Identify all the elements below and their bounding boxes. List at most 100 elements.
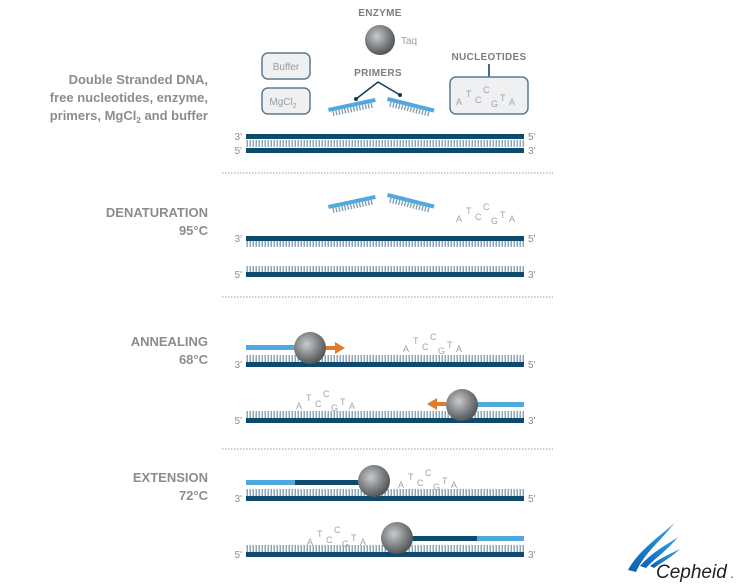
svg-text:5': 5' <box>528 234 536 245</box>
primer-icon <box>328 195 376 214</box>
primer-icon <box>328 98 376 117</box>
svg-text:.: . <box>730 565 734 581</box>
nucleotide-letter: G <box>331 403 338 413</box>
svg-text:3': 3' <box>235 494 243 505</box>
nucleotide-letter: C <box>475 212 482 222</box>
nucleotide-letter: A <box>307 537 313 547</box>
mgcl2-box <box>261 87 311 115</box>
single-strand: 3' 5' <box>235 234 536 247</box>
svg-text:5': 5' <box>235 550 243 561</box>
nucleotide-letter: C <box>422 342 429 352</box>
double-stranded-dna: 3' 5' 5' 3' <box>235 132 536 157</box>
single-strand: 5' 3' <box>235 402 536 427</box>
nucleotide-letter: C <box>475 95 482 105</box>
nucleotide-letter: T <box>408 472 414 482</box>
svg-text:3': 3' <box>528 550 536 561</box>
nucleotide-letter: T <box>447 340 453 350</box>
nucleotide-letter: A <box>398 480 404 490</box>
nucleotide-letter: T <box>317 529 323 539</box>
single-strand: 5' 3' <box>235 266 536 281</box>
nucleotide-letter: G <box>438 346 445 356</box>
svg-text:3': 3' <box>528 146 536 157</box>
nucleotide-letter: A <box>456 344 462 354</box>
description-line-3: primers, MgCl2 and buffer <box>50 108 208 125</box>
step-denaturation-temp: 95°C <box>179 223 209 238</box>
buffer-label: Buffer <box>273 62 300 73</box>
nucleotides-title: NUCLEOTIDES <box>452 52 527 63</box>
step-annealing-title: ANNEALING <box>131 334 208 349</box>
nucleotide-letter: T <box>500 210 506 220</box>
svg-text:3': 3' <box>528 416 536 427</box>
nucleotide-letter: A <box>349 401 355 411</box>
svg-text:3': 3' <box>235 132 243 143</box>
svg-text:3': 3' <box>528 270 536 281</box>
nucleotide-letter: G <box>433 482 440 492</box>
nucleotide-letter: T <box>306 393 312 403</box>
step-extension-title: EXTENSION <box>133 470 208 485</box>
cepheid-logo: Cepheid . <box>628 522 734 583</box>
description-line-2: free nucleotides, enzyme, <box>50 90 208 105</box>
nucleotide-letter: T <box>442 476 448 486</box>
nucleotide-letter: T <box>466 89 472 99</box>
nucleotides-box <box>449 76 529 115</box>
enzyme-icon <box>446 389 478 421</box>
nucleotide-letter: A <box>360 537 366 547</box>
svg-text:Cepheid: Cepheid <box>656 562 728 583</box>
nucleotide-letter: C <box>326 535 333 545</box>
primers-title: PRIMERS <box>354 68 402 79</box>
enzyme-icon <box>365 25 395 55</box>
nucleotide-letter: G <box>491 99 498 109</box>
nucleotide-letter: C <box>483 85 490 95</box>
nucleotide-letter: A <box>451 480 457 490</box>
enzyme-icon <box>358 465 390 497</box>
nucleotide-letter: A <box>456 214 462 224</box>
nucleotide-letter: A <box>403 344 409 354</box>
nucleotide-letter: C <box>483 202 490 212</box>
nucleotide-letter: G <box>491 216 498 226</box>
svg-text:5': 5' <box>528 494 536 505</box>
arrow-left-icon <box>427 398 446 410</box>
svg-text:5': 5' <box>235 416 243 427</box>
buffer-box <box>261 52 311 80</box>
nucleotide-letter: G <box>342 539 349 549</box>
nucleotide-letter: C <box>425 468 432 478</box>
nucleotide-letter: T <box>413 336 419 346</box>
svg-text:5': 5' <box>235 270 243 281</box>
step-denaturation-title: DENATURATION <box>106 205 208 220</box>
nucleotide-letter: A <box>509 97 515 107</box>
svg-text:3': 3' <box>235 234 243 245</box>
enzyme-icon <box>294 332 326 364</box>
nucleotide-letter: T <box>340 397 346 407</box>
svg-text:5': 5' <box>528 132 536 143</box>
primer-icon <box>387 97 435 117</box>
mgcl2-label: MgCl2 <box>269 97 296 110</box>
nucleotide-letter: C <box>315 399 322 409</box>
svg-text:3': 3' <box>235 360 243 371</box>
enzyme-title: ENZYME <box>358 8 401 19</box>
nucleotide-letter: C <box>323 389 330 399</box>
nucleotide-letter: A <box>296 401 302 411</box>
description-line-1: Double Stranded DNA, <box>69 72 208 87</box>
step-annealing-temp: 68°C <box>179 352 209 367</box>
nucleotide-letter: C <box>417 478 424 488</box>
svg-text:5': 5' <box>528 360 536 371</box>
nucleotide-letter: T <box>351 533 357 543</box>
components-label: Double Stranded DNA, free nucleotides, e… <box>50 72 208 125</box>
nucleotide-letter: A <box>456 97 462 107</box>
enzyme-icon <box>381 522 413 554</box>
nucleotide-letter: C <box>334 525 341 535</box>
arrow-right-icon <box>326 342 345 354</box>
nucleotide-letter: C <box>430 332 437 342</box>
step-extension-temp: 72°C <box>179 488 209 503</box>
primers-pointer <box>355 81 401 100</box>
nucleotide-letter: T <box>466 206 472 216</box>
primer-icon <box>387 193 435 213</box>
enzyme-name: Taq <box>401 36 417 47</box>
nucleotide-letter: T <box>500 93 506 103</box>
